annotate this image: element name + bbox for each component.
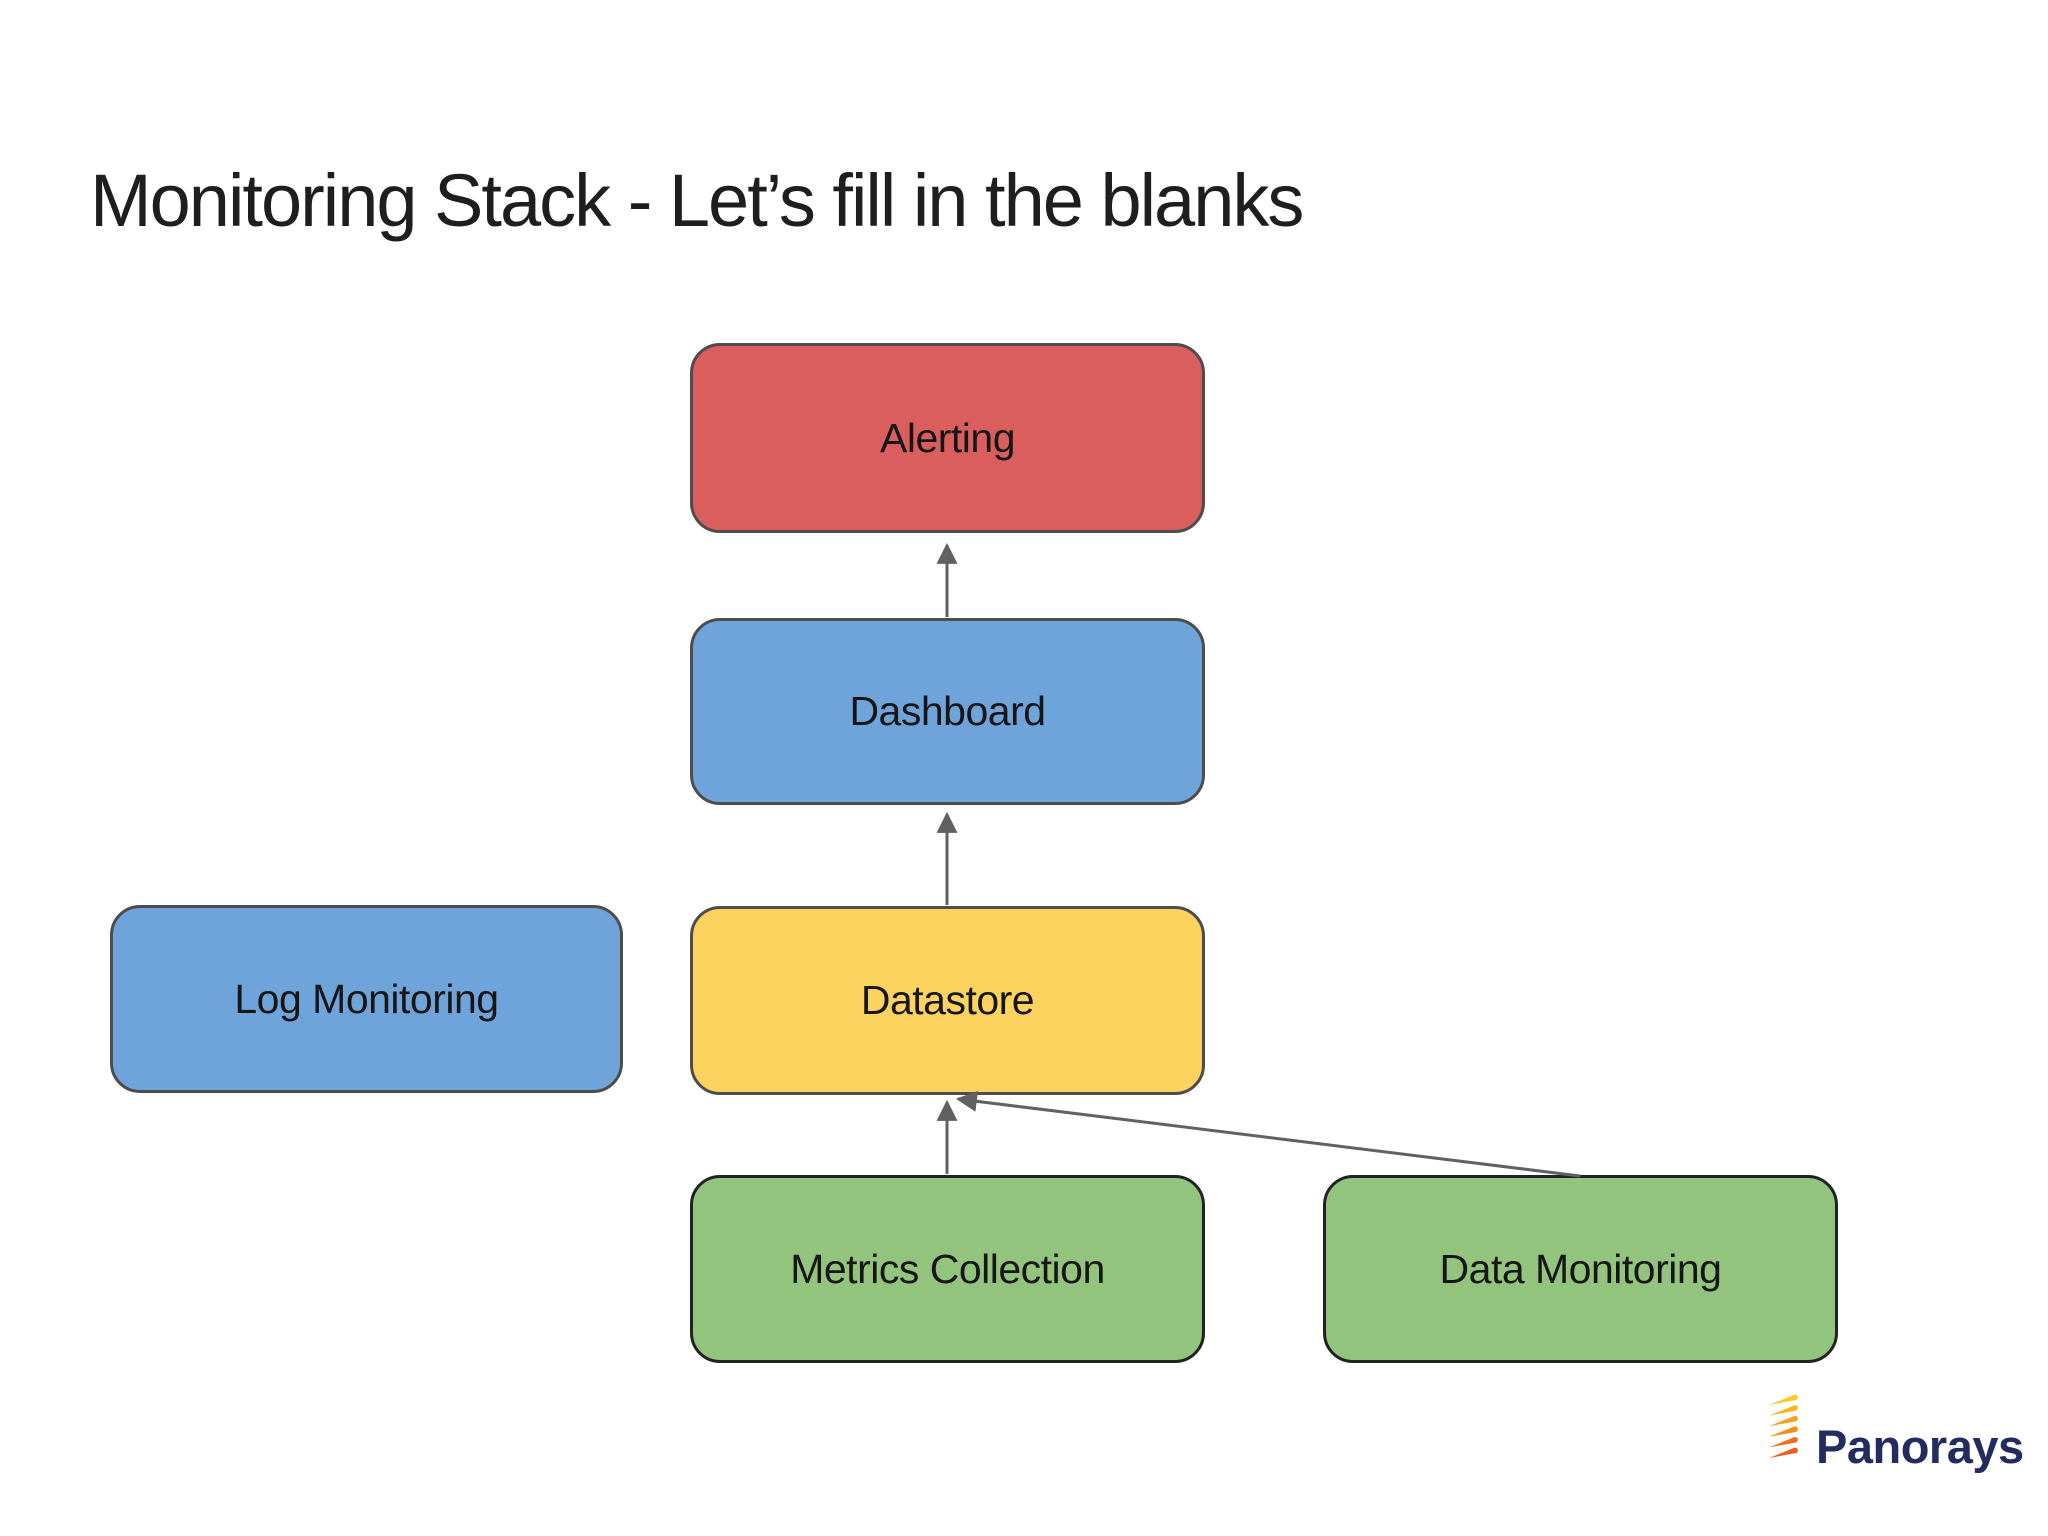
node-datastore-label: Datastore [860,977,1035,1023]
node-log-monitoring-label: Log Monitoring [234,975,499,1022]
node-dashboard: Dashboard [690,618,1205,805]
node-metrics-collection-label: Metrics Collection [790,1245,1105,1292]
node-data-monitoring-label: Data Monitoring [1439,1245,1722,1292]
node-datastore: Datastore [690,906,1205,1095]
node-alerting: Alerting [690,343,1205,533]
node-log-monitoring: Log Monitoring [110,905,623,1093]
panorays-logo-text: Panorays [1816,1420,2024,1473]
slide-title: Monitoring Stack - Let’s fill in the bla… [90,159,1304,242]
node-metrics-collection: Metrics Collection [690,1175,1205,1363]
node-data-monitoring: Data Monitoring [1323,1175,1838,1363]
edge-data-monitoring-to-datastore [955,1090,1581,1178]
panorays-flame-icon [1769,1394,1798,1458]
node-alerting-label: Alerting [879,414,1016,461]
node-dashboard-label: Dashboard [849,688,1046,734]
